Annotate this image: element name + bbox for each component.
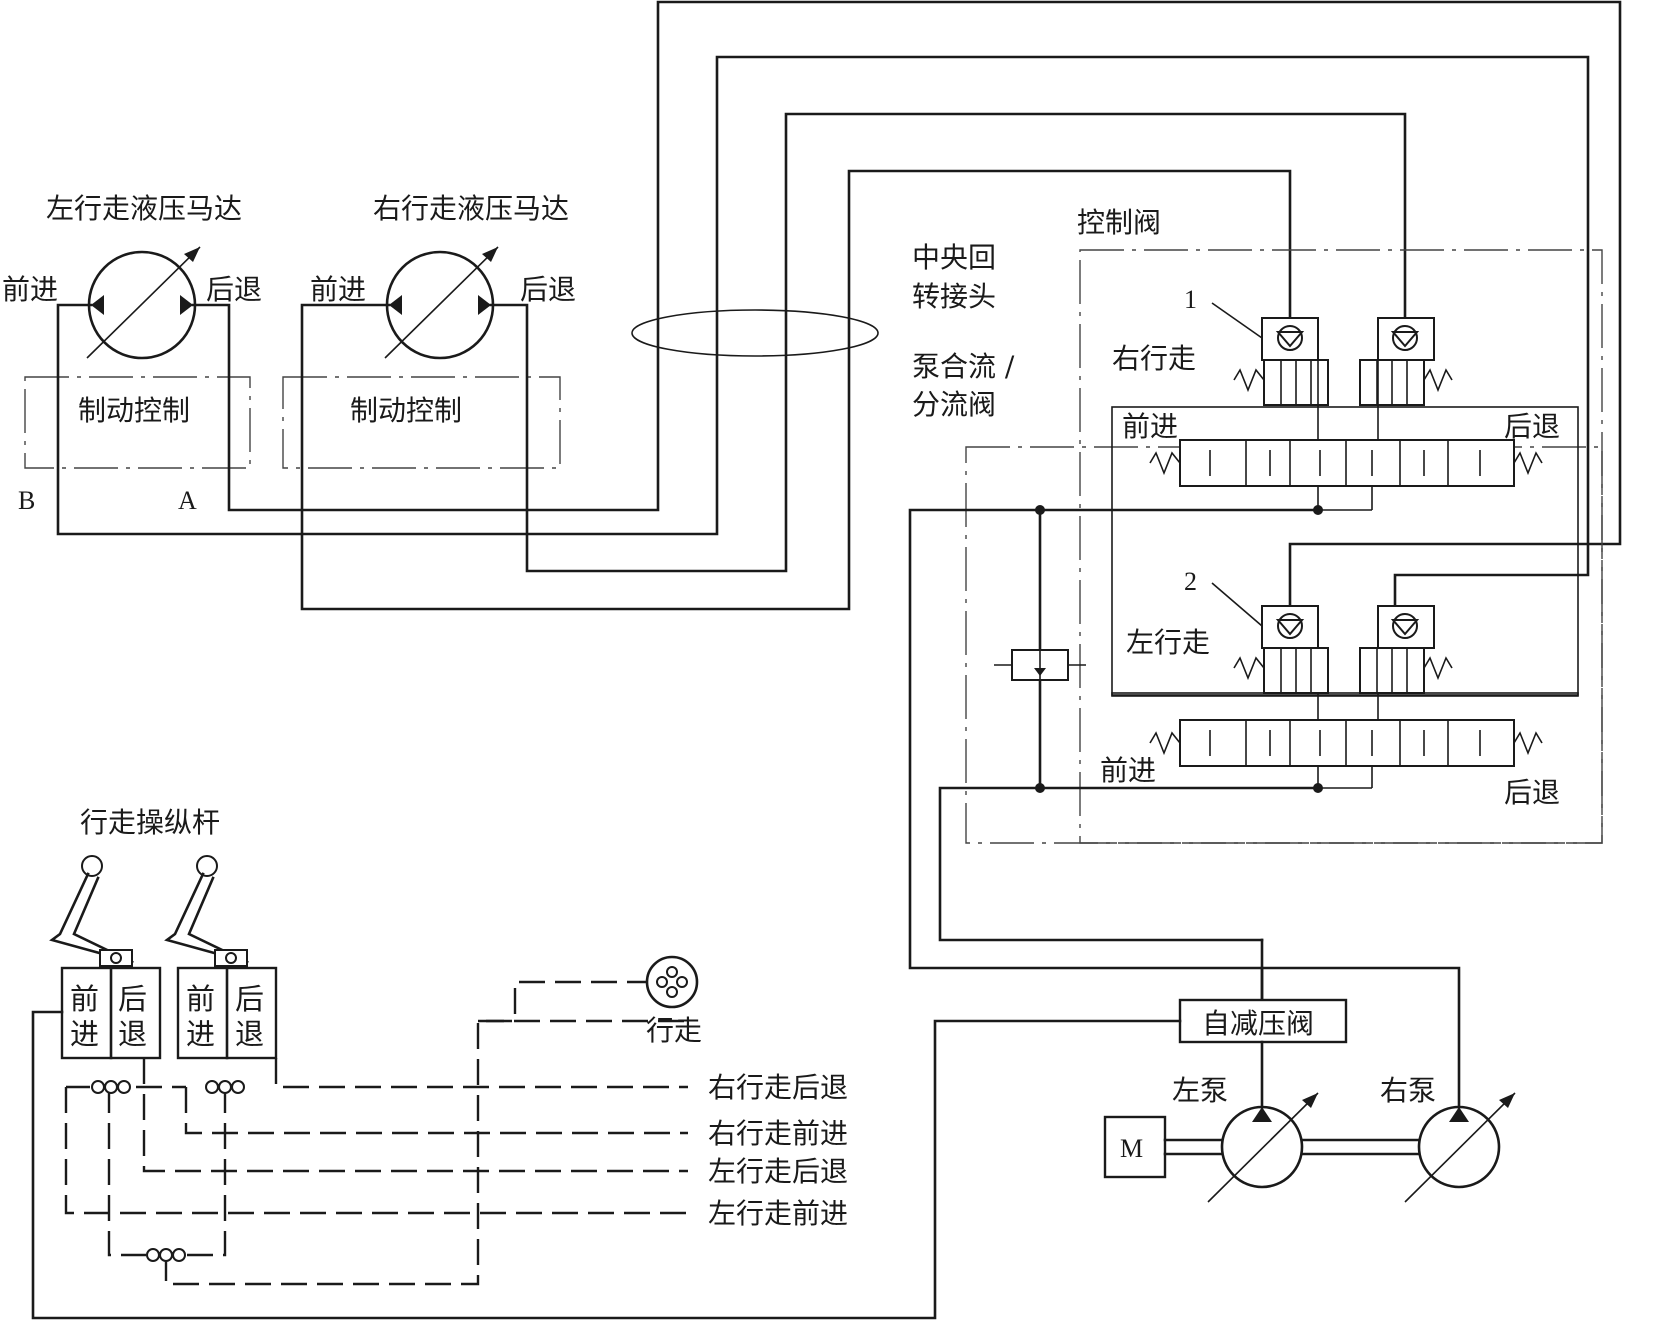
lower-forward-label: 前进 <box>1100 754 1156 787</box>
merge-split-valve-box <box>965 446 1603 844</box>
left-pump <box>1207 1040 1319 1203</box>
lever2-forward-char1: 前 <box>186 982 215 1016</box>
port-a-label: A <box>178 486 197 515</box>
travel-switch-label: 行走 <box>646 1014 702 1047</box>
lever2-reverse-char2: 退 <box>235 1017 264 1051</box>
pilot-signal-lines <box>64 980 688 1286</box>
left-pump-label: 左泵 <box>1172 1074 1228 1107</box>
signal-right-forward: 右行走前进 <box>708 1117 848 1150</box>
left-brake-control-label: 制动控制 <box>78 394 190 427</box>
leader-line-2 <box>1211 582 1263 627</box>
travel-pressure-switch <box>645 955 699 1009</box>
motor-pipes <box>56 0 1622 622</box>
label-number-1: 1 <box>1184 285 1197 314</box>
merge-valve-label-2: 分流阀 <box>912 388 996 421</box>
right-travel-label: 右行走 <box>1112 342 1196 375</box>
signal-right-reverse: 右行走后退 <box>708 1071 848 1104</box>
merge-valve-label-1: 泵合流 / <box>912 350 1015 383</box>
right-pump <box>1260 966 1516 1203</box>
signal-left-reverse: 左行走后退 <box>708 1155 848 1188</box>
central-rotary-joint-ring <box>631 309 879 357</box>
control-valve-label: 控制阀 <box>1077 206 1161 239</box>
electric-motor-label: M <box>1120 1134 1143 1163</box>
self-reducing-valve-label: 自减压阀 <box>1202 1007 1314 1040</box>
right-motor-reverse-label: 后退 <box>520 273 576 306</box>
right-motor-forward-label: 前进 <box>310 273 366 306</box>
right-travel-motor <box>384 246 499 360</box>
electric-motor-box <box>1103 1115 1167 1179</box>
left-travel-motor <box>86 246 201 360</box>
travel-lever-title: 行走操纵杆 <box>80 806 220 839</box>
right-pump-label: 右泵 <box>1380 1074 1436 1107</box>
pump-merge-split-valve <box>908 505 1373 1002</box>
leader-line-1 <box>1211 302 1263 339</box>
lever1-reverse-char1: 后 <box>118 982 147 1016</box>
central-joint-label-1: 中央回 <box>912 241 996 274</box>
lower-reverse-label: 后退 <box>1504 776 1560 809</box>
left-motor-reverse-label: 后退 <box>206 273 262 306</box>
lever2-reverse-char1: 后 <box>235 982 264 1016</box>
signal-left-forward: 左行走前进 <box>708 1197 848 1230</box>
upper-reverse-label: 后退 <box>1504 410 1560 443</box>
lever1-forward-char1: 前 <box>70 982 99 1016</box>
lever2-forward-char2: 进 <box>186 1017 215 1051</box>
left-motor-forward-label: 前进 <box>2 273 58 306</box>
shuttle-valves <box>91 1080 245 1262</box>
right-brake-control-box <box>282 376 561 469</box>
central-joint-label-2: 转接头 <box>912 280 996 313</box>
lever1-forward-char2: 进 <box>70 1017 99 1051</box>
right-travel-valve-section <box>1111 317 1579 696</box>
label-number-2: 2 <box>1184 567 1197 596</box>
upper-forward-label: 前进 <box>1122 410 1178 443</box>
left-travel-label: 左行走 <box>1126 626 1210 659</box>
left-travel-valve-section <box>1111 605 1579 767</box>
left-motor-title: 左行走液压马达 <box>46 192 242 225</box>
travel-lever-right <box>164 855 278 1060</box>
right-brake-control-label: 制动控制 <box>350 394 462 427</box>
port-b-label: B <box>18 486 35 515</box>
pilot-supply-line <box>31 1010 1182 1320</box>
right-motor-title: 右行走液压马达 <box>373 192 569 225</box>
lever1-reverse-char2: 退 <box>118 1017 147 1051</box>
left-brake-control-box <box>24 376 251 469</box>
